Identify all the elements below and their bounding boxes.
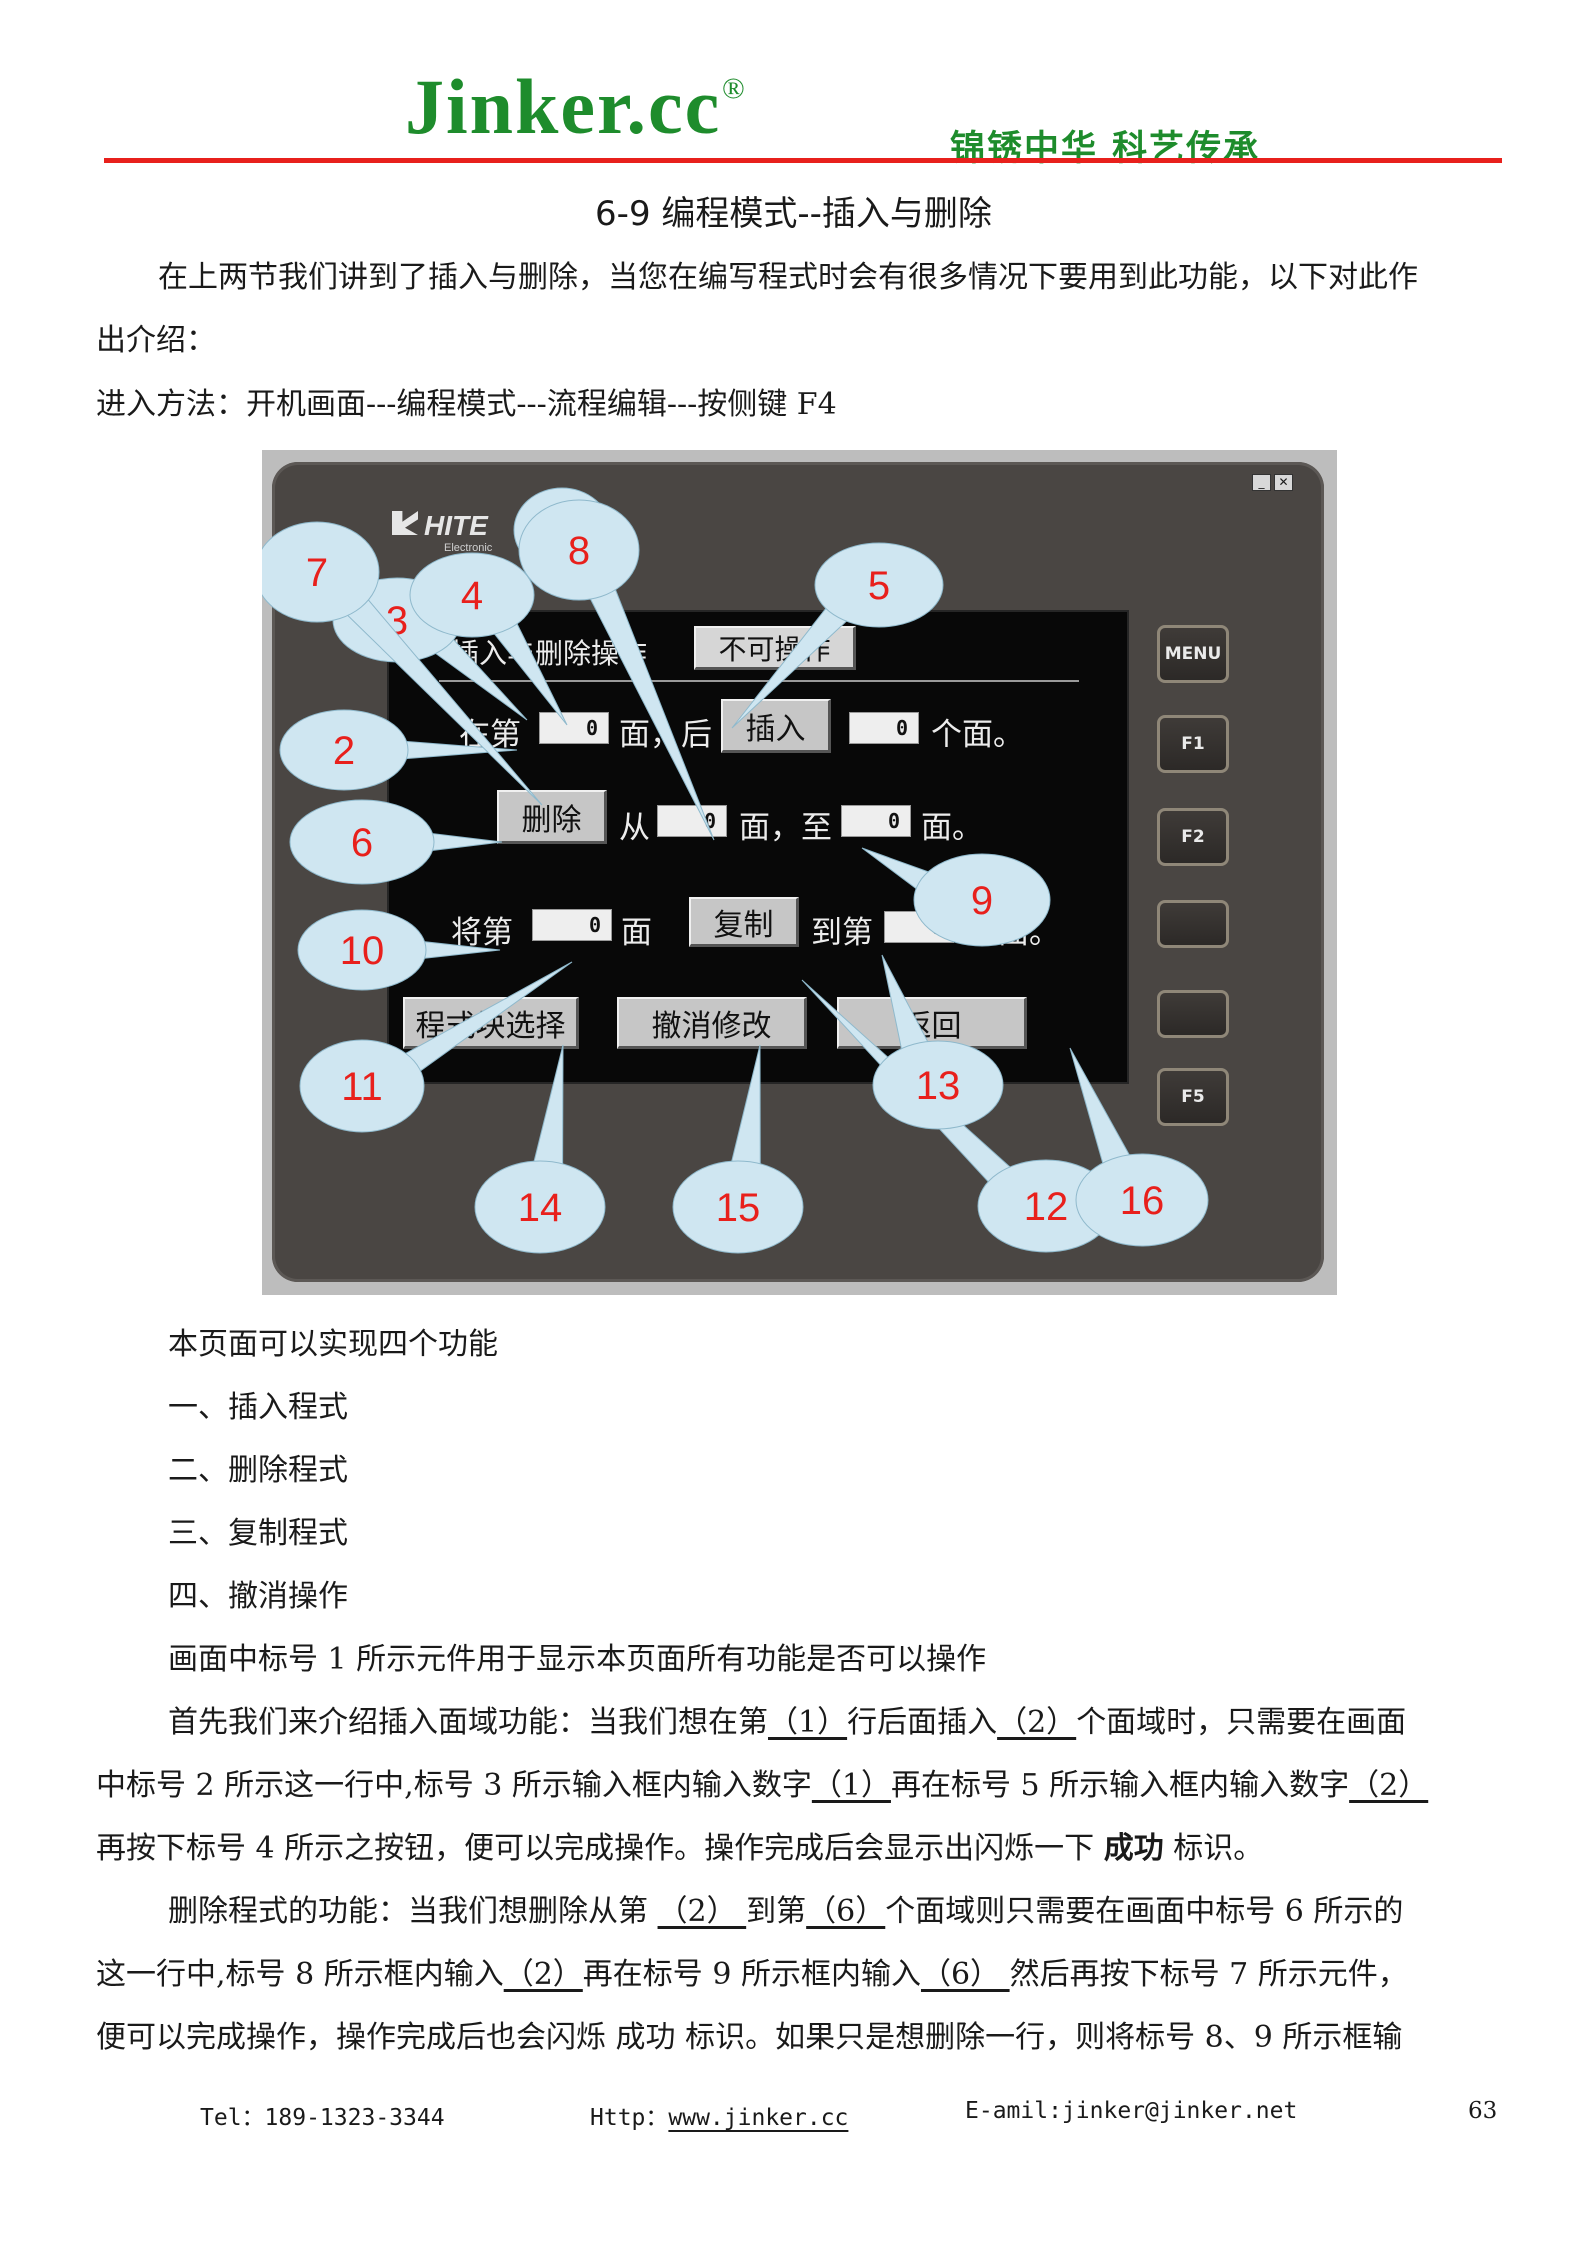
callout-bubble-9	[913, 853, 1051, 947]
callout-label-12: 12	[1024, 1185, 1069, 1229]
delete-to-input[interactable]: 0	[841, 805, 911, 837]
intro-line-1: 在上两节我们讲到了插入与删除，当您在编写程式时会有很多情况下要用到此功能，以下对…	[158, 260, 1418, 295]
copy-row-mid: 面	[621, 915, 652, 951]
callout-pointer-4	[489, 616, 568, 726]
f2-key[interactable]: F2	[1157, 808, 1229, 866]
delete-paragraph-line-1: 删除程式的功能：当我们想删除从第 （2） 到第（6）个面域则只需要在画面中标号 …	[168, 1894, 1404, 1929]
callout-label-14: 14	[518, 1186, 563, 1230]
delete-row-mid: 面，至	[739, 810, 832, 846]
close-icon[interactable]: ✕	[1274, 474, 1293, 491]
note-element-1: 画面中标号 1 所示元件用于显示本页面所有功能是否可以操作	[168, 1642, 987, 1677]
footer-website-link[interactable]: www.jinker.cc	[668, 2105, 849, 2131]
callout-bubble-15	[672, 1160, 804, 1254]
callout-pointer-10	[413, 940, 501, 960]
callout-bubble-13	[872, 1040, 1004, 1130]
callout-label-13: 13	[916, 1064, 961, 1108]
undo-changes-button[interactable]: 撤消修改	[617, 997, 807, 1049]
callout-bubble-7	[262, 521, 380, 623]
delete-from-input[interactable]: 0	[657, 805, 727, 837]
callout-pointer-8	[586, 581, 715, 841]
callout-label-5: 5	[868, 564, 890, 608]
delete-paragraph-line-3: 便可以完成操作，操作完成后也会闪烁 成功 标识。如果只是想删除一行，则将标号 8…	[96, 2020, 1403, 2055]
callout-label-6: 6	[351, 821, 373, 865]
f4-key[interactable]	[1157, 990, 1229, 1038]
callout-label-16: 16	[1120, 1179, 1165, 1223]
function-item-3: 三、复制程式	[168, 1516, 348, 1551]
callout-bubble-4	[409, 552, 535, 638]
callout-bubble-16	[1075, 1153, 1209, 1247]
hmi-brand-logo: HITE	[392, 510, 488, 542]
footer-email: E-amil:jinker@jinker.net	[965, 2098, 1298, 2124]
callout-pointer-11	[397, 961, 573, 1077]
hmi-screenshot: _ ✕ HITE Electronic 插入与删除操作 不可操作 在第 0 面，…	[262, 450, 1337, 1295]
callout-pointer-13	[881, 954, 932, 1057]
callout-pointer-5	[731, 601, 853, 729]
hmi-brand-sub: Electronic	[444, 542, 493, 554]
site-logo: Jinker.cc	[405, 63, 722, 150]
page-number: 63	[1468, 2098, 1498, 2124]
delete-paragraph-line-2: 这一行中,标号 8 所示框内输入（2）再在标号 9 所示框内输入（6） 然后再按…	[96, 1957, 1408, 1992]
callout-label-9: 9	[971, 879, 993, 923]
callout-bubble-8	[518, 499, 640, 601]
delete-row-from: 从	[619, 810, 650, 846]
callout-label-8: 8	[568, 529, 590, 573]
callout-pointer-14	[531, 1044, 564, 1172]
registered-mark: ®	[722, 72, 745, 105]
callout-bubble-14	[474, 1160, 606, 1254]
minimize-icon[interactable]: _	[1252, 474, 1271, 491]
callout-label-15: 15	[716, 1186, 761, 1230]
header-slogan: 锦锈中华 科艺传承	[950, 129, 1261, 169]
access-path: 进入方法：开机画面---编程模式---流程编辑---按侧键 F4	[96, 387, 837, 422]
function-item-2: 二、删除程式	[168, 1453, 348, 1488]
insert-paragraph-line-2: 中标号 2 所示这一行中,标号 3 所示输入框内输入数字（1）再在标号 5 所示…	[96, 1768, 1429, 1803]
callout-annotations: 12345678910111213141516	[262, 487, 1209, 1254]
callout-label-4: 4	[461, 574, 483, 618]
menu-key[interactable]: MENU	[1157, 625, 1229, 683]
function-item-4: 四、撤消操作	[168, 1579, 348, 1614]
copy-row-to: 到第	[811, 915, 873, 951]
screen-header-divider	[439, 680, 1079, 682]
callout-label-2: 2	[333, 729, 355, 773]
footer-tel: Tel：189-1323-3344	[200, 2105, 445, 2131]
callout-label-10: 10	[340, 929, 385, 973]
callout-pointer-16	[1069, 1047, 1134, 1172]
section-title: 6-9 编程模式--插入与删除	[595, 194, 992, 234]
f3-key[interactable]	[1157, 900, 1229, 948]
delete-button[interactable]: 删除	[497, 790, 607, 844]
copy-row-prefix: 将第	[451, 915, 513, 951]
f5-key[interactable]: F5	[1157, 1068, 1229, 1126]
callout-label-11: 11	[341, 1065, 383, 1109]
f1-key[interactable]: F1	[1157, 715, 1229, 773]
insert-button[interactable]: 插入	[721, 699, 831, 753]
return-button[interactable]: 返回	[837, 997, 1027, 1049]
callout-label-7: 7	[306, 551, 328, 595]
insert-count-input[interactable]: 0	[849, 712, 919, 744]
footer-http: Http：www.jinker.cc	[590, 2105, 849, 2131]
function-item-1: 一、插入程式	[168, 1390, 348, 1425]
copy-source-input[interactable]: 0	[532, 909, 612, 941]
delete-row-suffix: 面。	[921, 810, 983, 846]
summary-line: 本页面可以实现四个功能	[168, 1327, 498, 1362]
insert-paragraph-line-3: 再按下标号 4 所示之按钮，便可以完成操作。操作完成后会显示出闪烁一下 成功 标…	[96, 1831, 1264, 1866]
copy-button[interactable]: 复制	[689, 897, 799, 947]
insert-row-suffix: 个面。	[931, 717, 1024, 753]
intro-line-2: 出介绍：	[96, 323, 216, 358]
callout-bubble-2	[279, 709, 409, 791]
callout-bubble-6	[289, 799, 435, 885]
callout-bubble-10	[297, 909, 427, 991]
callout-bubble-11	[299, 1039, 425, 1133]
insert-paragraph-line-1: 首先我们来介绍插入面域功能：当我们想在第（1）行后面插入（2）个面域时，只需要在…	[168, 1705, 1407, 1740]
callout-bubble-5	[814, 542, 944, 628]
insert-after-input[interactable]: 0	[539, 712, 609, 744]
header-divider	[104, 158, 1502, 163]
callout-pointer-15	[729, 1044, 761, 1172]
